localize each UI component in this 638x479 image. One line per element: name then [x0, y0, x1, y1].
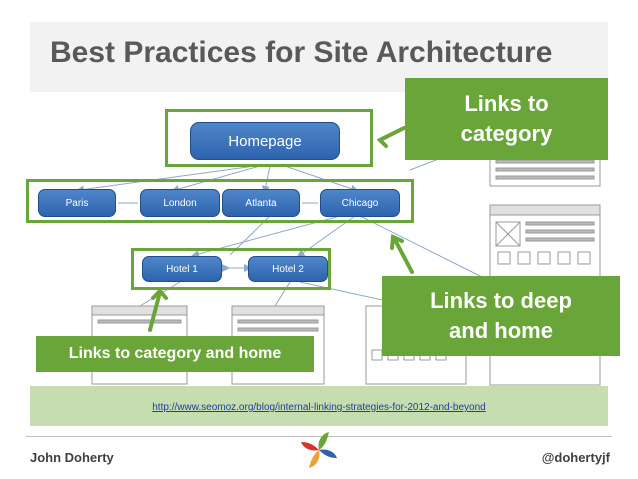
footer-divider	[26, 436, 612, 437]
hotel-node-1: Hotel 1	[142, 256, 222, 282]
category-highlight-box	[26, 179, 414, 223]
homepage-node: Homepage	[190, 122, 340, 160]
callout-links-to-deep-and-home: Links to deep and home	[382, 276, 620, 356]
callout-links-to-deep-and-home-text: Links to deep and home	[430, 288, 572, 343]
twitter-handle: @dohertyjf	[541, 450, 610, 465]
hotel-highlight-box	[131, 248, 331, 290]
city-node-atlanta: Atlanta	[222, 189, 300, 217]
callout-links-to-category: Links to category	[405, 78, 608, 160]
callout-links-to-category-and-home: Links to category and home	[36, 336, 314, 372]
city-node-paris: Paris	[38, 189, 116, 217]
callout-links-to-category-text: Links to category	[460, 91, 553, 146]
homepage-highlight-box	[165, 109, 373, 167]
callout-links-to-category-and-home-text: Links to category and home	[68, 345, 282, 362]
pinwheel-logo-icon	[301, 432, 337, 468]
slide-title: Best Practices for Site Architecture	[50, 36, 553, 69]
url-band	[30, 386, 608, 426]
city-node-chicago: Chicago	[320, 189, 400, 217]
source-url-link[interactable]: http://www.seomoz.org/blog/internal-link…	[152, 402, 486, 413]
city-node-london: London	[140, 189, 220, 217]
author-name: John Doherty	[30, 450, 114, 465]
hotel-node-2: Hotel 2	[248, 256, 328, 282]
